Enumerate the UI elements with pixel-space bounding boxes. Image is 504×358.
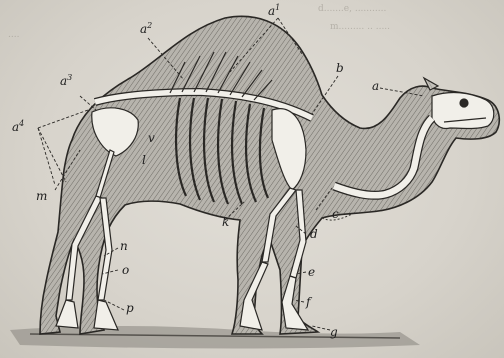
label-f: f (306, 296, 310, 308)
label-a3: a3 (60, 74, 72, 87)
label-c: c (332, 208, 339, 220)
label-a: a (372, 80, 379, 92)
label-v: v (148, 132, 155, 144)
label-m: m (36, 190, 47, 202)
label-p: p (126, 302, 134, 314)
label-l: l (142, 154, 146, 166)
label-e: e (308, 266, 315, 278)
label-d: d (310, 228, 318, 240)
label-a1: a1 (268, 4, 280, 17)
ground-shadow (10, 326, 420, 349)
label-b: b (336, 62, 344, 74)
label-k: k (222, 216, 229, 228)
label-a4: a4 (12, 120, 24, 133)
label-g: g (330, 326, 338, 338)
label-n: n (120, 240, 128, 252)
label-a2: a2 (140, 22, 152, 35)
camel-body-outline (40, 16, 499, 334)
label-o: o (122, 264, 129, 276)
